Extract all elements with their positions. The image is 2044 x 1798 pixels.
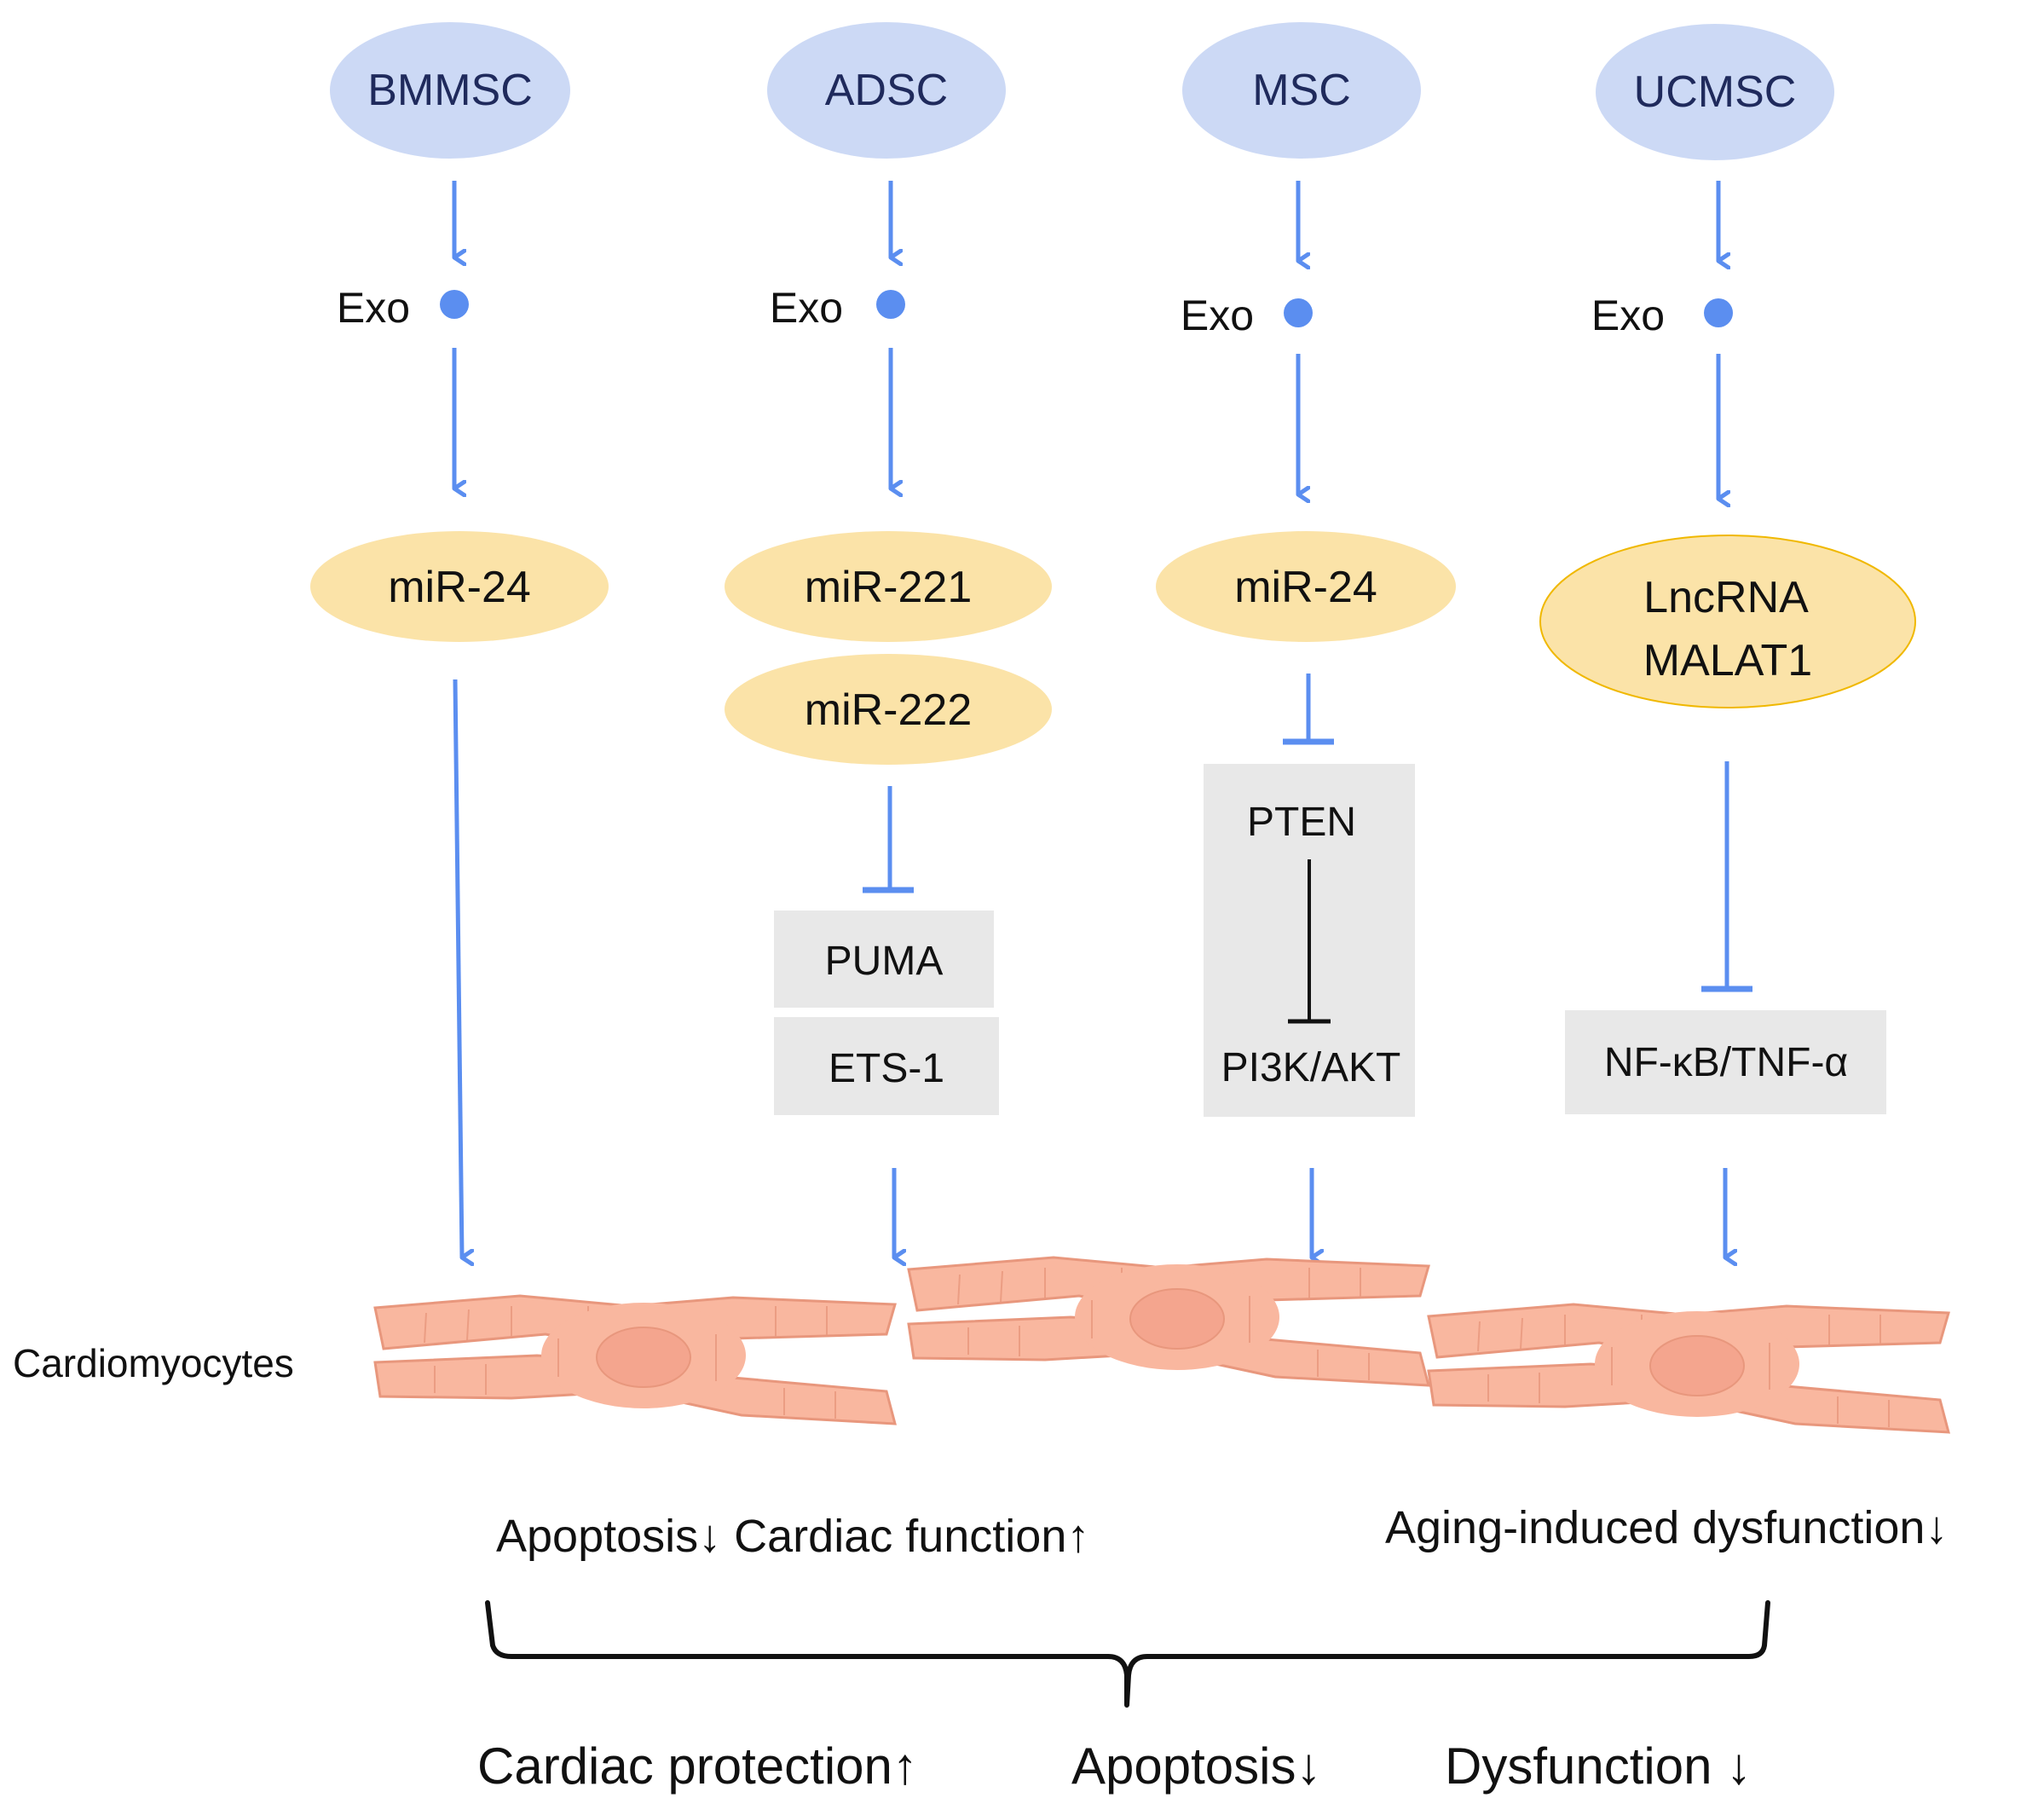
exo-label-bmmsc: Exo [337, 284, 410, 332]
source-label-ucmsc: UCMSC [1634, 67, 1797, 117]
summary-dysfunction: Dysfunction ↓ [1445, 1737, 1752, 1795]
summary-apoptosis: Apoptosis↓ [1071, 1737, 1322, 1795]
exosome-dot-adsc [876, 290, 905, 319]
mirna-node-adsc-2 [725, 654, 1052, 765]
source-label-adsc: ADSC [825, 66, 948, 115]
lncrna-node-ucmsc [1539, 535, 1916, 708]
inhibit-pten-to-pi3k-msc [1288, 859, 1331, 1024]
target-box-adsc-1 [774, 911, 994, 1008]
cardiomyocyte-cell-2 [907, 1256, 1430, 1387]
target-label-msc-1: PTEN [1247, 800, 1356, 845]
source-label-bmmsc: BMMSC [367, 66, 533, 115]
mirna-node-adsc-1 [725, 531, 1052, 642]
column-adsc: ADSC Exo miR-221 miR-222 PUMA ETS-1 [725, 22, 1052, 1257]
exosome-dot-bmmsc [440, 290, 469, 319]
mirna-label-adsc-2: miR-222 [805, 685, 973, 735]
column-ucmsc: UCMSC Exo LncRNA MALAT1 NF-κB/TNF-α [1539, 24, 1916, 1257]
source-node-bmmsc [330, 22, 570, 159]
mirna-label-adsc-1: miR-221 [805, 563, 973, 612]
target-label-adsc-2: ETS-1 [829, 1046, 944, 1091]
mirna-label-msc: miR-24 [1234, 563, 1377, 612]
summary-protection: Cardiac protection↑ [477, 1737, 918, 1795]
inhibit-mirna-to-pten-msc [1283, 674, 1334, 745]
inhibit-lncrna-to-target-ucmsc [1701, 761, 1752, 992]
mirna-node-msc [1156, 531, 1456, 642]
cardiomyocyte-cell-1 [373, 1294, 897, 1425]
target-box-ucmsc [1565, 1010, 1886, 1114]
source-node-adsc [767, 22, 1006, 159]
lncrna-label-ucmsc-1: LncRNA [1643, 573, 1809, 622]
exo-label-msc: Exo [1181, 292, 1254, 339]
source-label-msc: MSC [1252, 66, 1351, 115]
mirna-node-bmmsc [310, 531, 609, 642]
summary-brace [485, 1600, 1770, 1708]
inhibit-mirna-to-targets-adsc [863, 786, 914, 893]
exo-label-adsc: Exo [770, 284, 843, 332]
exosome-dot-msc [1284, 298, 1313, 327]
target-label-adsc-1: PUMA [825, 939, 944, 984]
column-msc: MSC Exo miR-24 PTEN PI3K/AKT [1156, 22, 1456, 1257]
effect-text-left: Apoptosis↓ Cardiac function↑ [496, 1511, 1089, 1562]
target-box-adsc-2 [774, 1017, 999, 1115]
mirna-label-bmmsc: miR-24 [388, 563, 531, 612]
cardiomyocytes-label: Cardiomyocytes [13, 1341, 294, 1385]
effect-text-right: Aging-induced dysfunction↓ [1385, 1502, 1948, 1553]
cardiomyocyte-cell-3 [1427, 1303, 1950, 1434]
lncrna-label-ucmsc-2: MALAT1 [1643, 636, 1812, 685]
column-bmmsc: BMMSC Exo miR-24 [310, 22, 609, 1257]
arrow-mirna-to-cells-bmmsc [453, 679, 462, 1257]
source-node-msc [1182, 22, 1421, 159]
source-node-ucmsc [1596, 24, 1834, 160]
target-label-msc-2: PI3K/AKT [1221, 1045, 1401, 1090]
exo-label-ucmsc: Exo [1591, 292, 1665, 339]
exosome-dot-ucmsc [1704, 298, 1733, 327]
target-label-ucmsc: NF-κB/TNF-α [1604, 1040, 1848, 1085]
